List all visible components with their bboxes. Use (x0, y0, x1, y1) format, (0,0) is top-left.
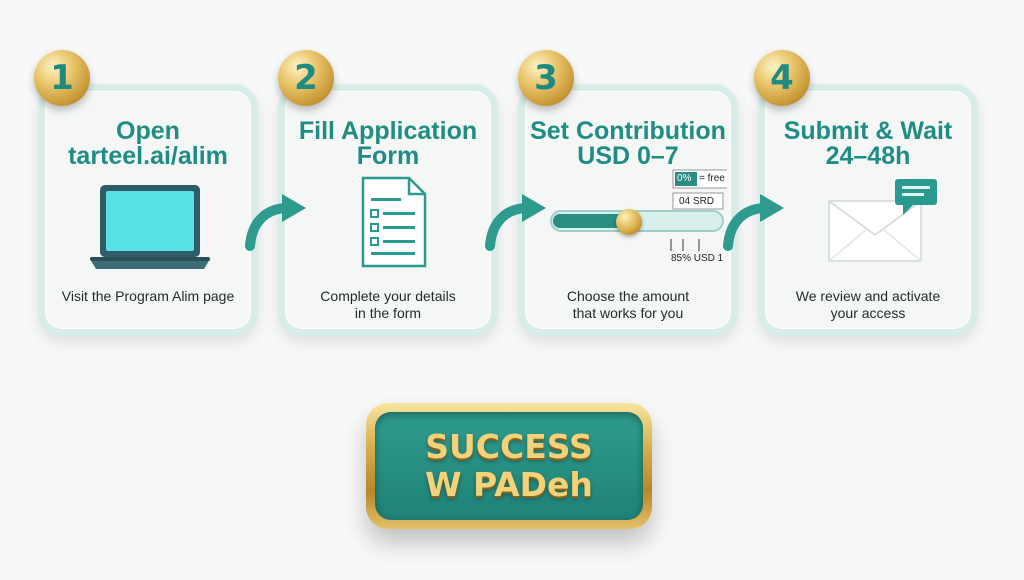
slider-icon: 0% = free 04 SRD 85% USD 1 (547, 169, 732, 273)
form-document-icon (359, 176, 429, 268)
arrow-right-icon (244, 192, 310, 257)
arrow-right-icon (484, 192, 550, 257)
step-2-title: Fill Application Form (298, 117, 478, 170)
step-card-1: Open tarteel.ai/alim Visit the Program A… (38, 84, 258, 336)
success-plaque: SUCCESS W PADeh (366, 403, 652, 529)
arrow-right-icon (722, 192, 788, 257)
step-4-title: Submit & Wait 24–48h (783, 117, 953, 170)
slider-top-label: 0% (677, 173, 692, 184)
success-line-1: SUCCESS (425, 427, 593, 466)
step-4-description: We review and activate your access (795, 288, 941, 321)
slider-top-suffix: = free (699, 173, 725, 184)
step-badge-3: 3 (518, 50, 574, 106)
step-card-4: Submit & Wait 24–48h We review and activ… (758, 84, 978, 336)
laptop-icon (88, 183, 212, 271)
step-2-description: Complete your details in the form (320, 288, 456, 321)
step-1-description: Visit the Program Alim page (61, 288, 235, 304)
step-badge-4: 4 (754, 50, 810, 106)
step-3-description: Choose the amount that works for you (566, 288, 690, 321)
step-badge-2: 2 (278, 50, 334, 106)
step-badge-1: 1 (34, 50, 90, 106)
chat-bubble-icon (893, 177, 941, 217)
slider-mid-label: 04 SRD (679, 196, 715, 207)
step-card-2: Fill Application Form Complete your deta… (278, 84, 498, 336)
step-1-title: Open tarteel.ai/alim (68, 117, 228, 170)
slider-knob (616, 209, 642, 235)
step-card-3: Set Contribution USD 0–7 0% = free 04 SR… (518, 84, 738, 336)
step-3-title: Set Contribution USD 0–7 (530, 117, 726, 170)
success-line-2: W PADeh (425, 465, 593, 504)
slider-bottom-label: 85% USD 1 (671, 253, 724, 264)
